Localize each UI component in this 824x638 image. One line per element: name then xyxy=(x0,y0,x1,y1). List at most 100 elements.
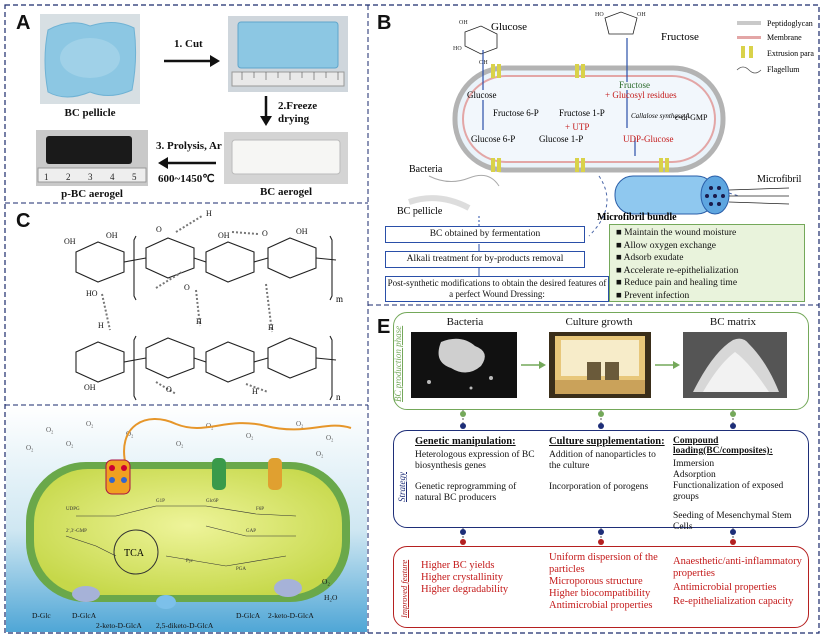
improved-col-3: Anaesthetic/anti-inflammatory properties… xyxy=(673,556,807,608)
strategy-box xyxy=(393,430,809,528)
svg-text:F6P: F6P xyxy=(256,507,264,512)
svg-text:Glc6P: Glc6P xyxy=(206,499,219,504)
pathway-fructose6p: Fructose 6-P xyxy=(493,108,539,118)
svg-text:O: O xyxy=(156,225,162,234)
subscript-n: n xyxy=(336,392,341,402)
pathway-glucose1p: Glucose 1-P xyxy=(539,134,583,144)
improved-item: Anaesthetic/anti-inflammatory properties xyxy=(673,556,802,579)
svg-text:O: O xyxy=(184,283,190,292)
bc-aerogel-photo xyxy=(224,132,348,184)
strategy-genetic: Genetic manipulation: Heterologous expre… xyxy=(415,436,541,504)
pathway-glucosyl: + Glucosyl residues xyxy=(605,90,677,100)
svg-text:OH: OH xyxy=(459,20,468,26)
column-title: Compound loading(BC/composites): xyxy=(673,436,773,456)
column-title: Culture supplementation: xyxy=(549,436,665,447)
svg-text:OH: OH xyxy=(84,383,96,392)
label-glucose: Glucose xyxy=(491,21,527,33)
label-25-diketo: 2,5-diketo-D-GlcA xyxy=(156,621,214,630)
step-alkali: Alkali treatment for by-products removal xyxy=(385,251,585,268)
pathway-udp: UDP-Glucose xyxy=(623,134,674,144)
stage-matrix-title: BC matrix xyxy=(709,316,757,328)
step-temperature: 600~1450℃ xyxy=(158,173,215,185)
svg-text:2ʹ,3ʹ-GMP: 2ʹ,3ʹ-GMP xyxy=(66,529,87,534)
pathway-glucose6p: Glucose 6-P xyxy=(471,134,515,144)
svg-text:Pyr: Pyr xyxy=(186,559,193,564)
label-bacteria: Bacteria xyxy=(409,164,443,175)
improved-item: Antimicrobial properties xyxy=(673,582,777,593)
panel-letter: E xyxy=(377,316,391,338)
svg-text:O₂: O₂ xyxy=(126,430,134,438)
legend-peptidoglycan: Peptidoglycan xyxy=(767,19,813,28)
subscript-m: m xyxy=(336,294,343,304)
improved-col-1: Higher BC yields Higher crystallinity Hi… xyxy=(421,560,541,596)
svg-text:OH: OH xyxy=(218,231,230,240)
label-d-glca: D-GlcA xyxy=(72,611,97,620)
feature-item: ■ Adsorb exudate xyxy=(616,253,684,263)
svg-text:O₂: O₂ xyxy=(316,450,324,458)
svg-text:O: O xyxy=(262,229,268,238)
caption-bc-aerogel: BC aerogel xyxy=(259,186,313,198)
label-2-keto-2: 2-keto-D-GlcA xyxy=(268,611,314,620)
label-d-glca-2: D-GlcA xyxy=(236,611,261,620)
svg-text:OH: OH xyxy=(64,237,76,246)
svg-text:5: 5 xyxy=(132,172,137,182)
bacteria-photo xyxy=(411,332,517,398)
svg-text:OH: OH xyxy=(479,60,488,66)
pathway-cdigmp: c-di-GMP xyxy=(675,113,708,122)
svg-text:H: H xyxy=(206,209,212,218)
column-item: Heterologous expression of BC biosynthes… xyxy=(415,450,535,471)
arrow-left-icon xyxy=(158,157,216,169)
step-pyrolysis: 3. Prolysis, Ar xyxy=(156,140,222,152)
svg-text:O₂: O₂ xyxy=(176,440,184,448)
svg-text:O₂: O₂ xyxy=(296,420,304,428)
panel-letter: B xyxy=(377,12,392,34)
arrow-down-icon xyxy=(260,96,272,126)
panel-letter: C xyxy=(16,210,31,232)
pathway-utp: + UTP xyxy=(565,122,589,132)
column-item: Incorporation of porogens xyxy=(549,482,649,492)
step-fermentation-text: BC obtained by fermentation xyxy=(429,229,541,239)
phase-label-improved: Improved feature xyxy=(399,559,409,618)
label-d-glc: D-Glc xyxy=(32,611,51,620)
label-microfibril: Microfibril xyxy=(757,174,802,185)
svg-text:PGA: PGA xyxy=(236,567,246,572)
feature-item: ■ Prevent infection xyxy=(616,290,690,301)
feature-item: ■ Reduce pain and healing time xyxy=(616,278,738,288)
improved-item: Higher crystallinity xyxy=(421,572,503,583)
arrow-right-icon xyxy=(164,55,220,67)
svg-text:H: H xyxy=(98,321,104,330)
panel-b: B OHHOOHHOOH xyxy=(369,6,819,304)
cut-pellicle-photo xyxy=(228,16,348,92)
step-modifications-text: Post-synthetic modifications to obtain t… xyxy=(387,278,607,299)
svg-text:O₂: O₂ xyxy=(46,426,54,434)
improved-item: Uniform dispersion of the particles xyxy=(549,552,658,575)
svg-text:OH: OH xyxy=(296,227,308,236)
improved-item: Higher degradability xyxy=(421,584,509,595)
svg-text:H: H xyxy=(252,387,258,396)
svg-text:H: H xyxy=(268,323,274,332)
svg-text:O₂: O₂ xyxy=(246,432,254,440)
column-item: Adsorption xyxy=(673,470,716,480)
stage-bacteria-title: Bacteria xyxy=(446,316,484,328)
feature-item: ■ Allow oxygen exchange xyxy=(616,240,716,251)
panel-e: E BC production phase Bacteria Culture g… xyxy=(369,306,819,632)
svg-text:G1P: G1P xyxy=(156,499,165,504)
svg-text:O: O xyxy=(166,385,172,394)
label-h2o: H₂O xyxy=(324,593,338,602)
legend-flagellum: Flagellum xyxy=(767,65,800,74)
svg-text:O₂: O₂ xyxy=(66,440,74,448)
pathway-fructose1p: Fructose 1-P xyxy=(559,108,605,118)
svg-text:4: 4 xyxy=(110,172,115,182)
bc-matrix-photo xyxy=(683,332,787,398)
svg-text:GAP: GAP xyxy=(246,529,256,534)
svg-text:UDPG: UDPG xyxy=(66,507,80,512)
label-microfibril-bundle: Microfibril bundle xyxy=(597,212,677,223)
svg-text:O₂: O₂ xyxy=(26,444,34,452)
column-item: Addition of nanoparticles to the culture xyxy=(549,450,656,471)
improved-feature-box xyxy=(393,546,809,628)
step-fermentation: BC obtained by fermentation xyxy=(385,226,585,243)
wound-dressing-features: ■ Maintain the wound moisture ■ Allow ox… xyxy=(609,224,805,302)
label-fructose: Fructose xyxy=(661,31,699,43)
